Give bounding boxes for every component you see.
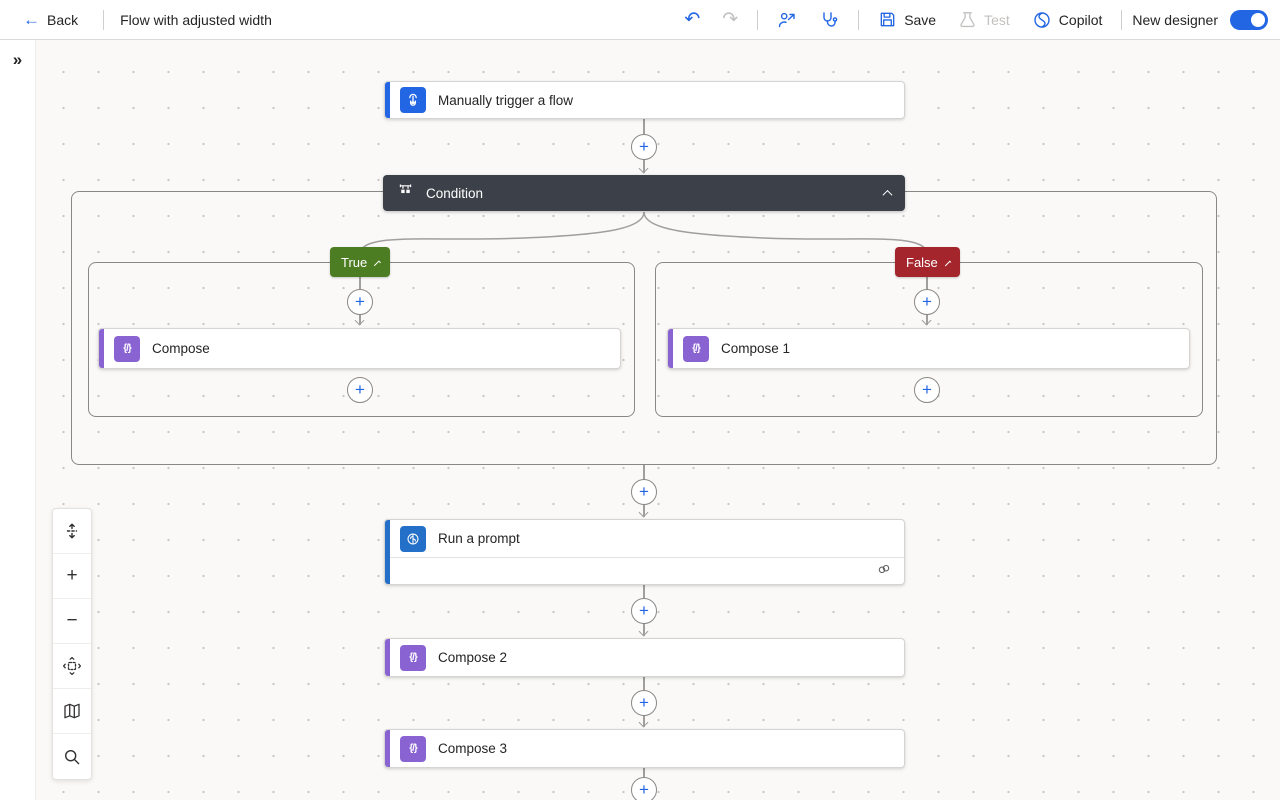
toggle-knob <box>1251 12 1265 27</box>
compose-icon: {/} <box>683 335 709 362</box>
true-branch-badge[interactable]: True <box>330 247 390 277</box>
zoom-out-button[interactable]: − <box>53 599 91 644</box>
card-accent <box>99 329 104 368</box>
action-card-compose-1[interactable]: {/} Compose 1 <box>667 328 1190 369</box>
insert-action-button[interactable]: + <box>631 479 657 505</box>
toolbar-divider <box>858 9 860 30</box>
fit-to-window-button[interactable] <box>53 509 91 554</box>
minus-icon: − <box>66 610 78 631</box>
toolbar-divider <box>1121 9 1123 30</box>
card-accent <box>385 730 390 767</box>
send-a-copy-button[interactable] <box>768 5 806 35</box>
left-panel-rail: » <box>0 40 36 800</box>
connector-arrow <box>638 507 649 518</box>
action-label: Compose 3 <box>438 741 508 756</box>
connection-status-row <box>385 557 904 584</box>
connector-arrow <box>638 626 649 637</box>
search-button[interactable] <box>53 734 91 779</box>
stethoscope-icon <box>819 10 839 30</box>
insert-action-button[interactable]: + <box>631 134 657 160</box>
insert-action-button[interactable]: + <box>914 377 940 403</box>
true-label: True <box>341 254 368 270</box>
beaker-icon <box>958 10 977 29</box>
test-button[interactable]: Test <box>949 5 1019 34</box>
copilot-button[interactable]: Copilot <box>1023 5 1112 35</box>
manual-trigger-icon <box>400 87 426 113</box>
card-accent <box>385 639 390 676</box>
false-branch-badge[interactable]: False <box>895 247 960 277</box>
share-person-icon <box>777 10 797 30</box>
save-icon <box>878 10 897 29</box>
flow-checker-button[interactable] <box>810 5 848 35</box>
action-card-run-a-prompt[interactable]: Run a prompt <box>384 519 905 585</box>
back-button[interactable]: ← Back <box>14 6 87 33</box>
action-label: Compose 1 <box>721 341 791 356</box>
condition-icon <box>397 182 414 204</box>
action-label: Compose <box>152 341 210 356</box>
new-designer-toggle[interactable] <box>1230 9 1268 30</box>
trigger-label: Manually trigger a flow <box>438 92 574 108</box>
action-card-compose-3[interactable]: {/} Compose 3 <box>384 729 905 768</box>
collapse-chevron-icon <box>374 259 382 267</box>
top-toolbar: ← Back Flow with adjusted width ↶ ↷ <box>0 0 1280 40</box>
undo-button[interactable]: ↶ <box>675 5 709 34</box>
save-button[interactable]: Save <box>869 5 945 34</box>
collapse-chevron-icon[interactable] <box>882 189 893 200</box>
insert-action-button[interactable]: + <box>631 777 657 800</box>
card-accent <box>385 520 390 584</box>
insert-action-button[interactable]: + <box>631 598 657 624</box>
ai-builder-brain-icon <box>400 525 426 552</box>
insert-action-button[interactable]: + <box>347 377 373 403</box>
back-label: Back <box>47 11 79 28</box>
plus-icon: + <box>66 565 78 586</box>
flow-designer-canvas[interactable]: + + + + + + + + + Manually trigger a flo… <box>36 40 1280 800</box>
redo-button[interactable]: ↷ <box>713 5 747 34</box>
minimap-button[interactable] <box>53 689 91 734</box>
connector-line <box>643 768 645 777</box>
zoom-in-button[interactable]: + <box>53 554 91 599</box>
card-accent <box>668 329 673 368</box>
condition-action-bar[interactable]: Condition <box>383 175 905 211</box>
trigger-card-manually-trigger-a-flow[interactable]: Manually trigger a flow <box>384 81 905 119</box>
connection-link-icon[interactable] <box>876 561 892 582</box>
compose-icon: {/} <box>114 335 140 362</box>
action-card-compose-2[interactable]: {/} Compose 2 <box>384 638 905 677</box>
toolbar-divider <box>757 9 759 30</box>
test-label: Test <box>984 11 1010 28</box>
collapse-chevron-icon <box>944 260 952 267</box>
insert-action-button[interactable]: + <box>631 690 657 716</box>
toolbar-divider <box>103 9 105 30</box>
copilot-label: Copilot <box>1058 11 1103 28</box>
action-card-compose[interactable]: {/} Compose <box>98 328 621 369</box>
pan-tool-button[interactable] <box>53 644 91 689</box>
condition-label: Condition <box>426 185 484 201</box>
flow-title: Flow with adjusted width <box>120 11 272 28</box>
action-label: Compose 2 <box>438 650 508 665</box>
insert-action-button[interactable]: + <box>914 289 940 315</box>
compose-icon: {/} <box>400 644 426 671</box>
canvas-zoom-controls: + − <box>52 508 92 780</box>
back-arrow-icon: ← <box>23 10 40 29</box>
copilot-icon <box>1032 10 1052 30</box>
insert-action-button[interactable]: + <box>347 289 373 315</box>
save-label: Save <box>904 11 937 28</box>
compose-icon: {/} <box>400 735 426 762</box>
connector-arrow <box>638 717 649 728</box>
card-accent <box>385 82 390 118</box>
undo-icon: ↶ <box>684 9 701 30</box>
false-label: False <box>906 254 938 270</box>
new-designer-label: New designer <box>1132 11 1218 28</box>
redo-icon: ↷ <box>722 9 739 30</box>
expand-panel-icon[interactable]: » <box>12 50 23 69</box>
action-label: Run a prompt <box>438 531 520 547</box>
connector-arrow <box>638 163 649 174</box>
